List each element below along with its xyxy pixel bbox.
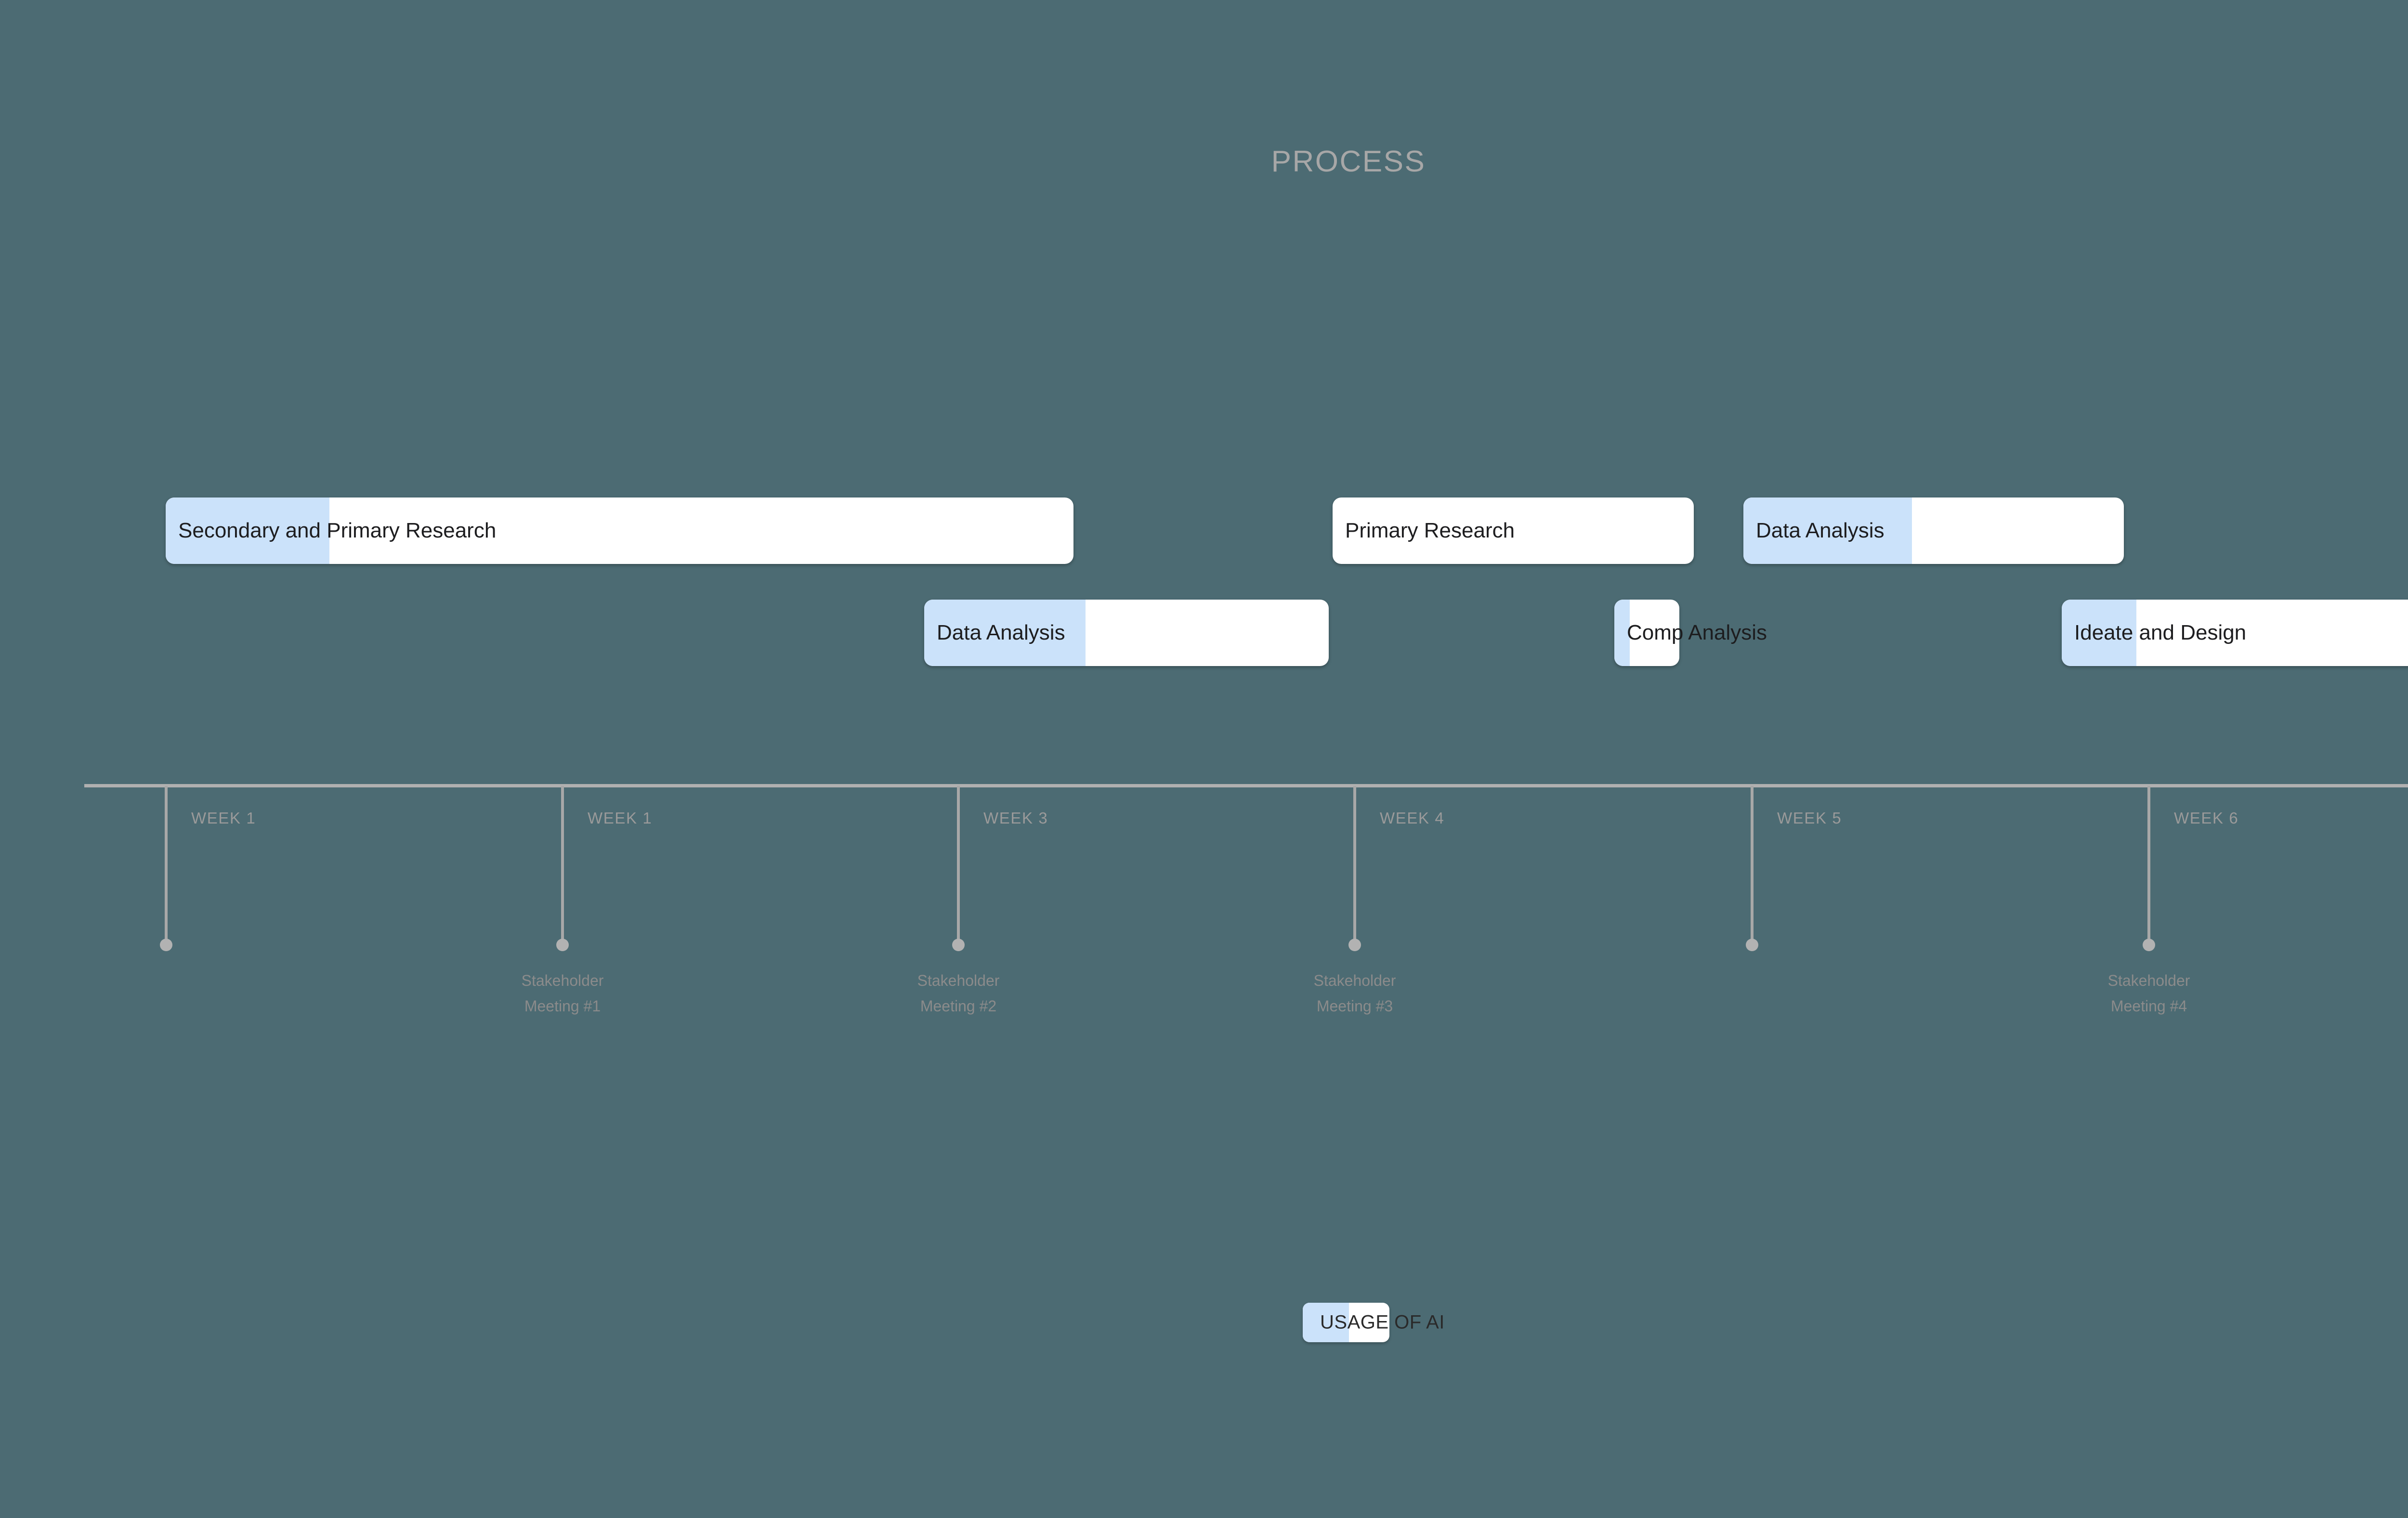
week-tick-line — [1353, 786, 1356, 942]
week-label: WEEK 1 — [588, 809, 653, 827]
week-label: WEEK 4 — [1380, 809, 1445, 827]
task-label: Comp Analysis — [1627, 621, 1767, 644]
milestone-label-line2: Meeting #2 — [920, 997, 997, 1015]
task-card[interactable]: Data Analysis — [1743, 497, 2124, 564]
legend-chip: USAGE OF AI — [1303, 1303, 1444, 1342]
milestone-label-line1: Stakeholder — [521, 972, 604, 989]
milestone-label-line1: Stakeholder — [2107, 972, 2190, 989]
legend-ai-fill-swatch — [1303, 1303, 1349, 1342]
milestone-label-line1: Stakeholder — [917, 972, 1000, 989]
task-card[interactable]: Ideate and Design — [2062, 600, 2408, 666]
milestone-label-line1: Stakeholder — [1313, 972, 1396, 989]
task-card[interactable]: Comp Analysis — [1614, 600, 1767, 666]
milestone-dot[interactable] — [1746, 939, 1758, 951]
timeline-axis — [84, 784, 2408, 787]
milestone-dot[interactable] — [2143, 939, 2155, 951]
week-tick-line — [165, 786, 168, 942]
week-tick-line — [561, 786, 564, 942]
week-label: WEEK 1 — [191, 809, 256, 827]
week-tick-line — [957, 786, 960, 942]
milestone-dot[interactable] — [952, 939, 965, 951]
task-label: Secondary and Primary Research — [178, 519, 497, 542]
milestone-label-line2: Meeting #4 — [2110, 997, 2187, 1015]
legend-label: USAGE OF AI — [1320, 1311, 1445, 1333]
page-title: PROCESS — [1271, 145, 1426, 178]
task-label: Primary Research — [1345, 519, 1515, 542]
task-card[interactable]: Primary Research — [1333, 497, 1694, 564]
milestone-dot[interactable] — [1348, 939, 1361, 951]
task-label: Ideate and Design — [2074, 621, 2247, 644]
milestone-dot[interactable] — [556, 939, 569, 951]
task-label: Data Analysis — [937, 621, 1065, 644]
milestone-dot[interactable] — [160, 939, 172, 951]
week-tick-line — [1751, 786, 1754, 942]
milestone-label-line2: Meeting #3 — [1316, 997, 1393, 1015]
task-card[interactable]: Data Analysis — [924, 600, 1329, 666]
week-label: WEEK 3 — [983, 809, 1048, 827]
milestone-label-line2: Meeting #1 — [524, 997, 601, 1015]
week-label: WEEK 5 — [1777, 809, 1842, 827]
task-label: Data Analysis — [1756, 519, 1885, 542]
week-label: WEEK 6 — [2174, 809, 2239, 827]
task-card[interactable]: Secondary and Primary Research — [166, 497, 1073, 564]
week-tick-line — [2147, 786, 2150, 942]
